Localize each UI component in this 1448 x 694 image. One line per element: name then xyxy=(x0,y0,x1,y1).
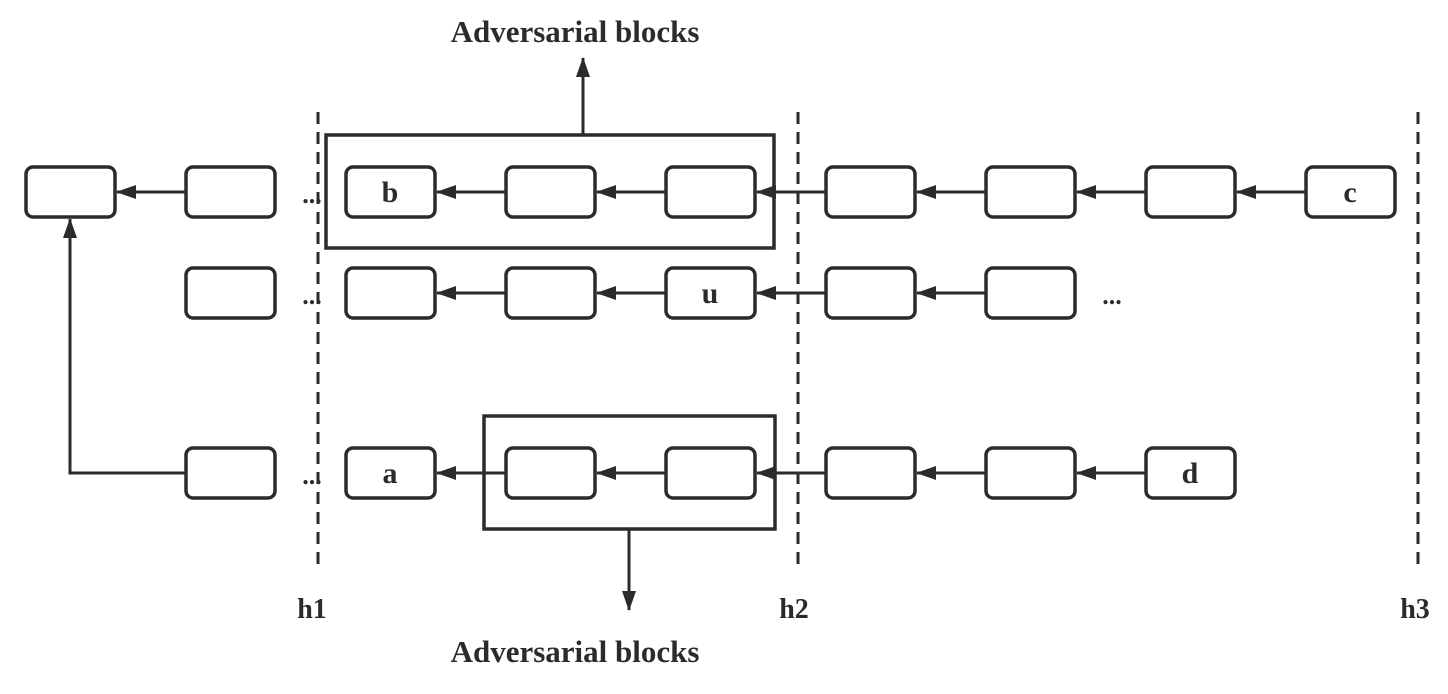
block-row1-8 xyxy=(1144,165,1237,219)
bottom-annotation: Adversarial blocks xyxy=(451,634,700,669)
block-row1-2 xyxy=(184,165,277,219)
block-u-label: u xyxy=(702,277,719,310)
ellipsis-row2-right: ... xyxy=(1102,281,1122,310)
block-row1-7 xyxy=(984,165,1077,219)
block-row2-2 xyxy=(344,266,437,320)
height-label-h3: h3 xyxy=(1400,594,1430,625)
ellipsis-row2: ... xyxy=(302,281,322,310)
block-row3-5 xyxy=(824,446,917,500)
height-label-h1: h1 xyxy=(297,594,327,625)
block-a-label: a xyxy=(383,457,398,490)
block-b xyxy=(344,165,437,219)
block-row1-6 xyxy=(824,165,917,219)
block-a xyxy=(344,446,437,500)
block-c-label: c xyxy=(1343,176,1356,209)
block-b-label: b xyxy=(382,176,399,209)
fork-connector-arrow xyxy=(63,218,186,475)
height-label-h2: h2 xyxy=(779,594,809,625)
block-row3-3 xyxy=(504,446,597,500)
top-annotation: Adversarial blocks xyxy=(451,14,700,49)
block-row3-6 xyxy=(984,446,1077,500)
ellipsis-row1: ... xyxy=(302,180,322,209)
block-row2-5 xyxy=(824,266,917,320)
block-row2-3 xyxy=(504,266,597,320)
block-d-label: d xyxy=(1182,457,1199,490)
block-row1-4 xyxy=(504,165,597,219)
block-row2-1 xyxy=(184,266,277,320)
block-row1-5 xyxy=(664,165,757,219)
block-row3-4 xyxy=(664,446,757,500)
block-row1-1 xyxy=(24,165,117,219)
block-row2-6 xyxy=(984,266,1077,320)
block-row3-1 xyxy=(184,446,277,500)
ellipsis-row3: ... xyxy=(302,461,322,490)
